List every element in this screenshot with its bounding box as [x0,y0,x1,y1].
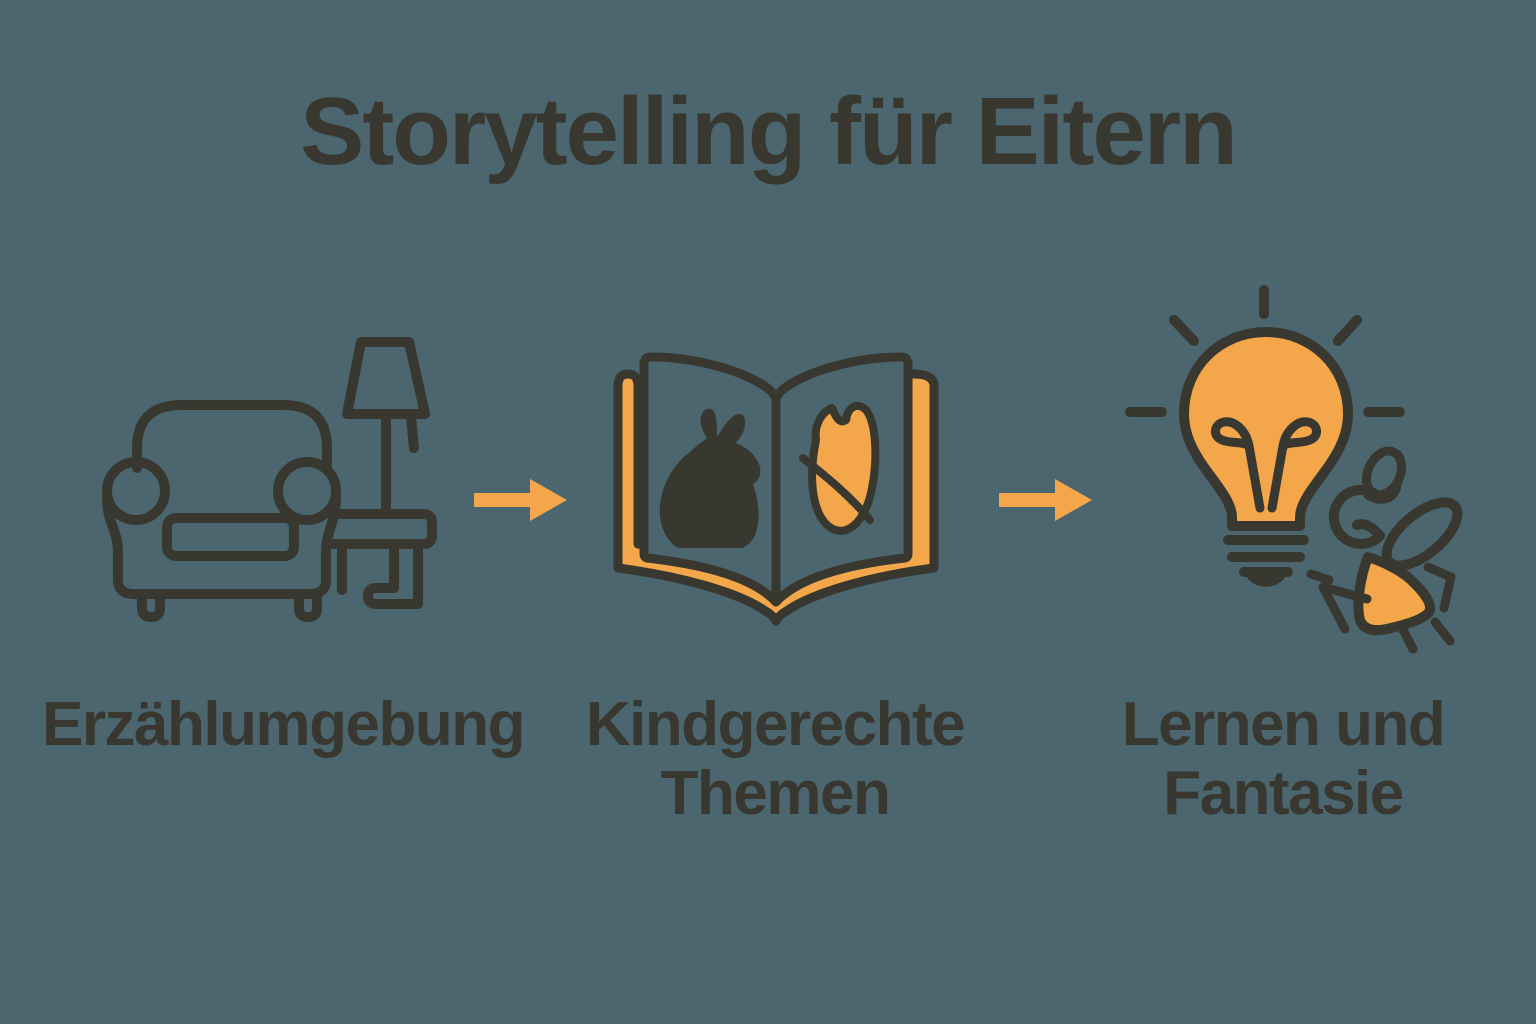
bee-hind-wing [1423,562,1456,613]
step-3-label-line-2: Fantasie [1163,759,1404,829]
open-book-rabbit-leaf-icon [613,352,939,626]
leaf-illustration [808,401,880,535]
arrow-right-icon [474,479,567,521]
leaf-stem [799,454,874,524]
step-2-label: Kindgerechte Themen [495,690,1055,829]
bee-head [1328,484,1385,549]
lamp-shade-cord [406,412,419,453]
step-2-illustration [600,330,980,660]
bee-legs [1306,569,1455,654]
step-2-label-line-2: Themen [660,759,891,829]
arrow-right-shape [474,479,567,521]
side-table-right-leg [363,539,423,609]
step-3-label-line-1: Lernen und [1121,690,1446,759]
bee-figure [1306,446,1463,654]
lightbulb-filament [1211,417,1321,513]
armchair-seat-cushion [162,513,299,561]
page-title: Storytelling für Eitern [300,78,1237,185]
step-1-label: Erzählumgebung [3,690,563,759]
step-3-illustration [1110,270,1530,690]
armchair-right-arm [273,457,341,525]
armchair-base [102,493,341,599]
lamp-shade [342,337,430,419]
bee-body [1353,552,1435,636]
armchair-right-foot [294,589,322,622]
armchair-floor-lamp-icon [102,337,437,622]
armchair-left-foot [137,589,165,622]
arrow-right-shape [999,479,1092,521]
step-1-illustration [80,310,480,650]
step-2-label-line-1: Kindgerechte [585,690,966,759]
lightbulb-bee-icon [1125,285,1463,654]
rabbit-silhouette [659,408,761,548]
armchair-backrest [132,400,332,473]
arrow-right-icon [999,479,1092,521]
step-1-label-line-1: Erzählumgebung [42,690,525,759]
step-3-label: Lernen und Fantasie [1003,690,1536,829]
lightbulb-glass [1179,327,1353,531]
light-rays [1125,285,1405,417]
armchair-left-arm [102,457,170,525]
lightbulb-base [1223,535,1309,587]
